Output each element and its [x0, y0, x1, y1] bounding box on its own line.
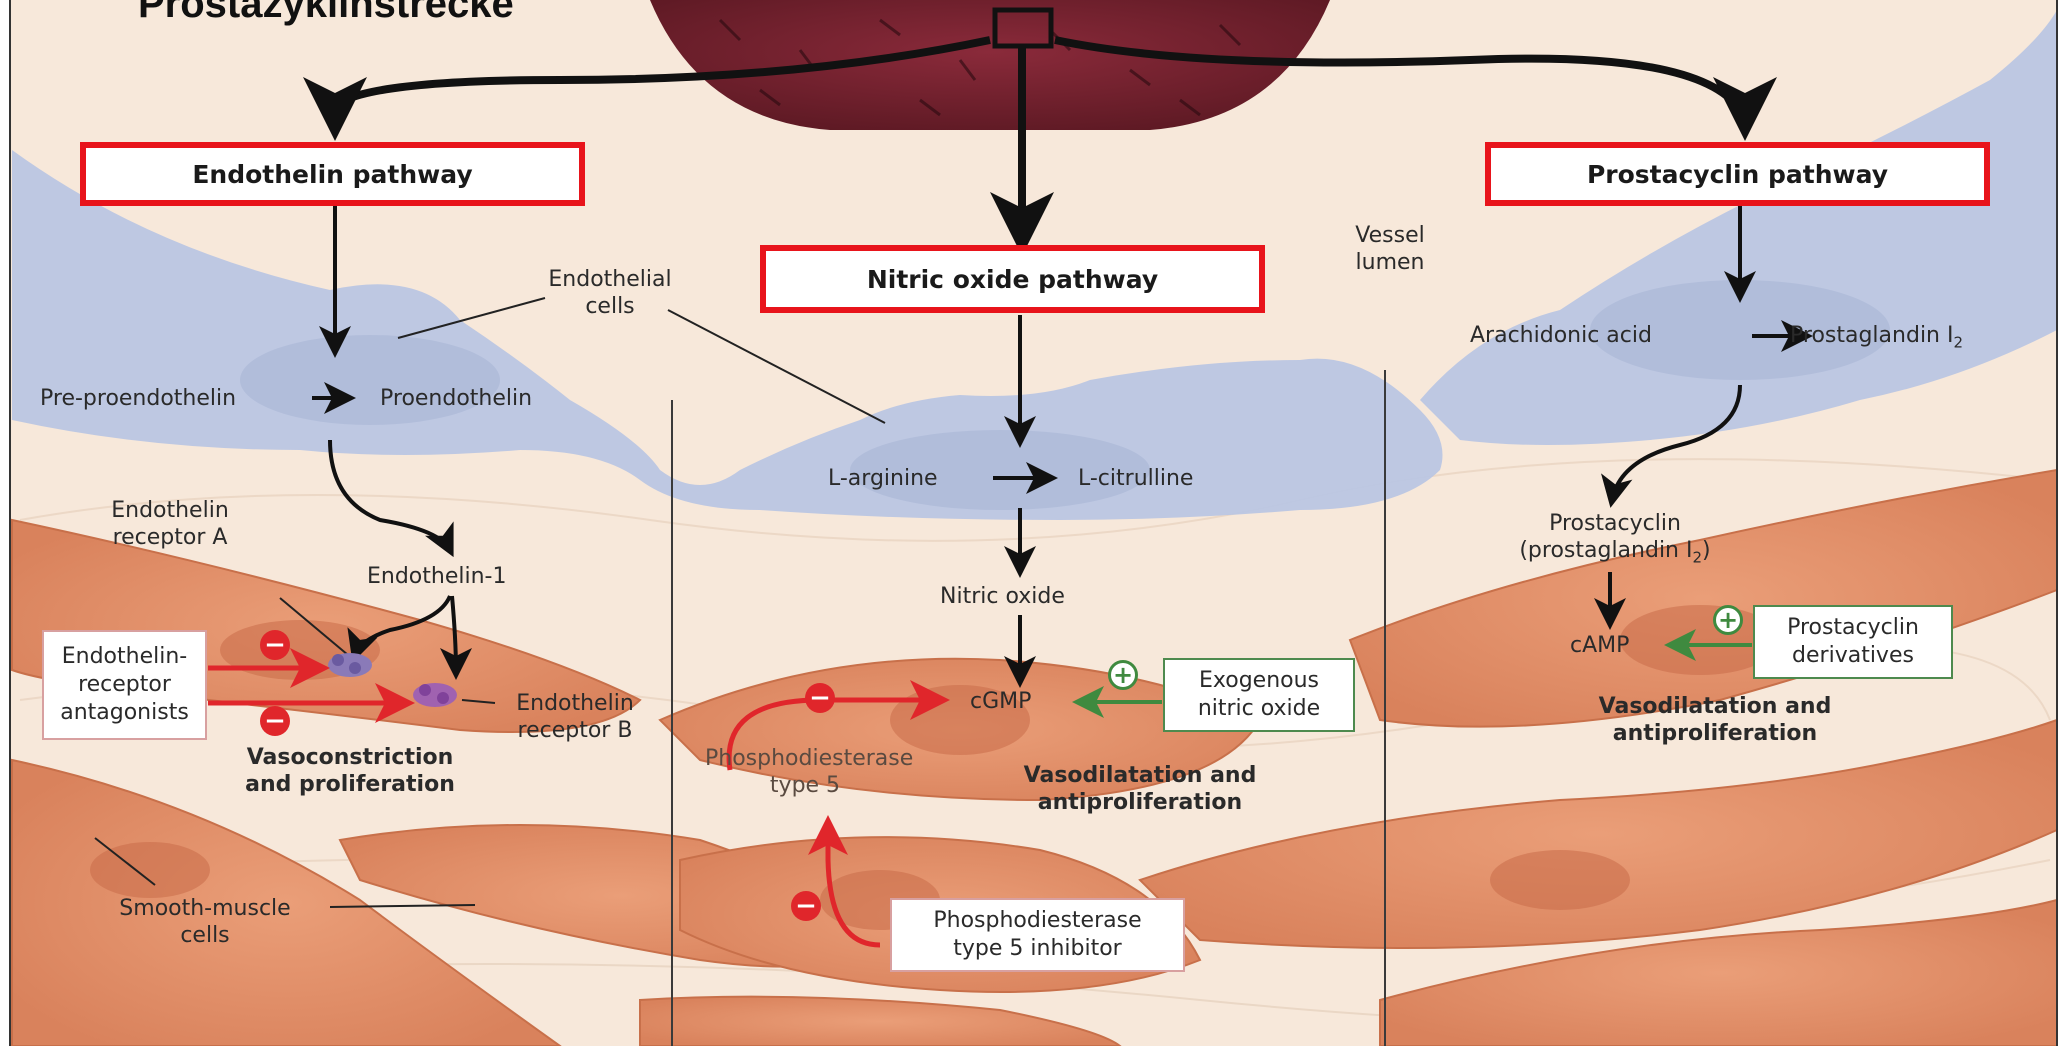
cgmp-label: cGMP — [970, 688, 1031, 715]
endothelin-pathway-box: Endothelin pathway — [80, 142, 585, 206]
proendothelin-label: Proendothelin — [380, 385, 532, 412]
prostaglandin-i2-label: Prostaglandin I2 — [1790, 322, 1963, 356]
plus-icon-exogenous-no: + — [1108, 660, 1138, 690]
minus-icon-pde5: − — [805, 683, 835, 713]
prostacyclin-pathway-label: Prostacyclin pathway — [1587, 160, 1888, 189]
nitric-oxide-label: Nitric oxide — [940, 583, 1065, 610]
endothelin-1-label: Endothelin-1 — [367, 563, 506, 590]
slide-caption: Prostazyklinstrecke — [138, 0, 514, 27]
arachidonic-acid-label: Arachidonic acid — [1470, 322, 1652, 349]
endothelin-pathway-label: Endothelin pathway — [192, 160, 472, 189]
l-arginine-label: L-arginine — [828, 465, 938, 492]
pre-proendothelin-label: Pre-proendothelin — [40, 385, 236, 412]
nitric-oxide-pathway-label: Nitric oxide pathway — [867, 265, 1158, 294]
minus-icon-pde5-inhibitor: − — [791, 891, 821, 921]
minus-icon-era-b: − — [260, 706, 290, 736]
l-citrulline-label: L-citrulline — [1078, 465, 1193, 492]
plus-icon-prostacyclin-derivatives: + — [1713, 605, 1743, 635]
minus-icon-era-a: − — [260, 630, 290, 660]
prostacyclin-pathway-box: Prostacyclin pathway — [1485, 142, 1990, 206]
prostacyclin-label: Prostacyclin (prostaglandin I2) — [1480, 510, 1750, 571]
receptor-b — [413, 683, 457, 707]
receptor-a — [328, 653, 372, 677]
nitric-oxide-pathway-box: Nitric oxide pathway — [760, 245, 1265, 313]
vessel-cross-section — [650, 0, 1330, 130]
camp-label: cAMP — [1570, 632, 1629, 659]
